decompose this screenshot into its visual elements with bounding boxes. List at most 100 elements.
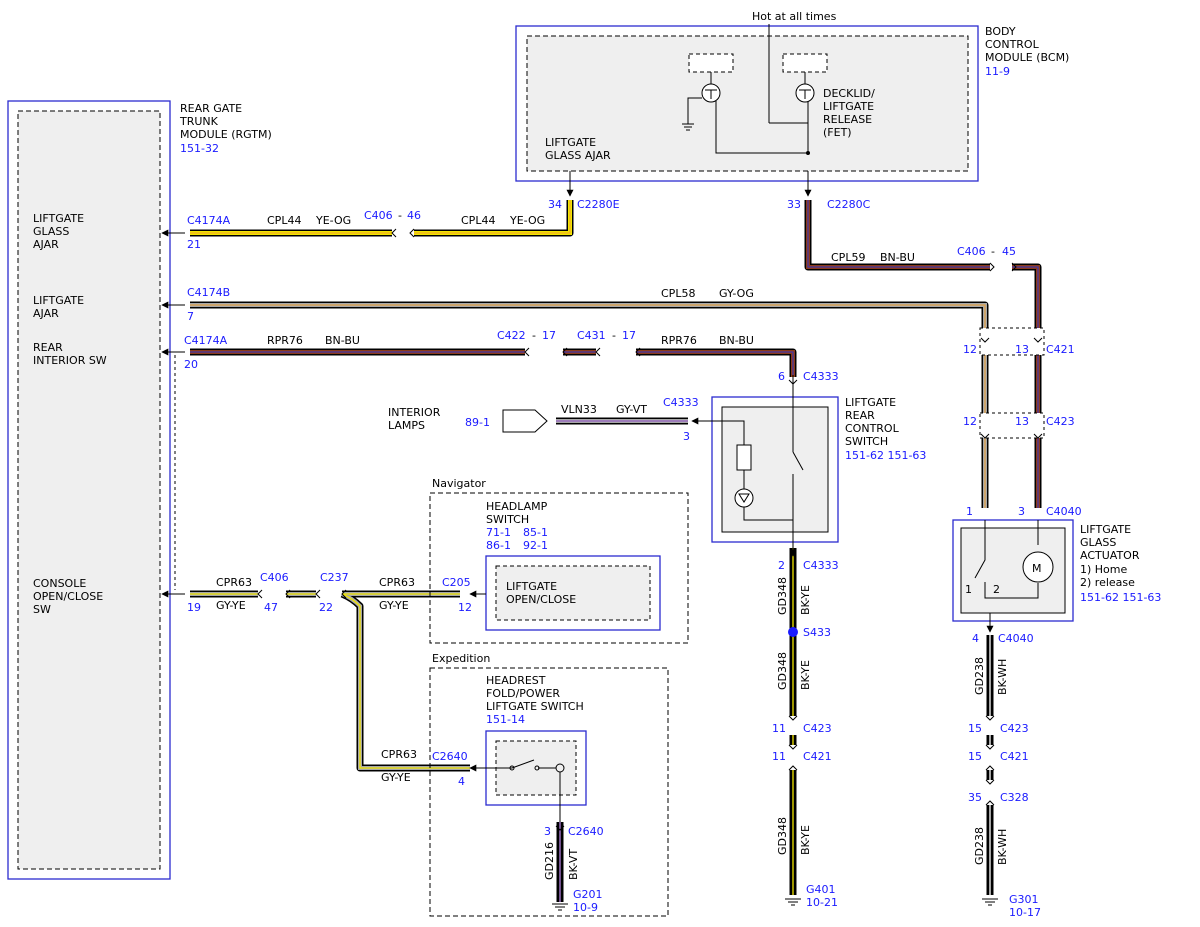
rgtm-title-3: MODULE (RGTM): [180, 128, 272, 141]
c423-pin-l: 12: [963, 415, 977, 428]
gr-cir-2: GD238: [973, 827, 986, 865]
rs-conn-top: C4333: [803, 370, 839, 383]
w3-conn: C4174A: [184, 334, 228, 347]
w3-dash1: -: [532, 329, 536, 342]
nav-label: Navigator: [432, 477, 486, 490]
bcm-glass-ajar-2: GLASS AJAR: [545, 149, 611, 162]
bcm-module: Hot at all times DECKLID/ LIFTGATE RELEA…: [515, 10, 1069, 211]
w5-c1p: 47: [264, 601, 278, 614]
il-cir: VLN33: [561, 403, 597, 416]
exp-pin: 4: [458, 775, 465, 788]
nav-ref-1: 71-1: [486, 526, 511, 539]
w3-cir-b: RPR76: [661, 334, 697, 347]
gr-c421: C421: [1000, 750, 1029, 763]
w2-pin: 7: [187, 310, 194, 323]
rs-title-4: SWITCH: [845, 435, 888, 448]
rgtm-input-ajar-2: AJAR: [33, 307, 59, 320]
act-title-1: LIFTGATE: [1080, 523, 1131, 536]
exp-gnd: G201: [573, 888, 603, 901]
bcm-glass-ajar-1: LIFTGATE: [545, 136, 596, 149]
rs-refs: 151-62 151-63: [845, 449, 926, 462]
ground-right: GD238 BK-WH 15 C423 15 C421 35 C328 GD23…: [968, 657, 1041, 919]
w3-c1p: 17: [542, 329, 556, 342]
w5-cir: CPR63: [216, 576, 252, 589]
resistor-icon: [736, 444, 752, 471]
w1-col-b: YE-OG: [509, 214, 545, 227]
bcm-title-1: BODY: [985, 25, 1016, 38]
rs-pin-bot: 2: [778, 559, 785, 572]
rgtm-input-rear-2: INTERIOR SW: [33, 354, 107, 367]
nav-pin: 12: [458, 601, 472, 614]
rgtm-title-2: TRUNK: [179, 115, 219, 128]
rgtm-title-1: REAR GATE: [180, 102, 242, 115]
rgtm-module: REAR GATE TRUNK MODULE (RGTM) 151-32 LIF…: [7, 100, 272, 880]
w4-dash: -: [991, 245, 995, 258]
rgtm-input-glass-3: AJAR: [33, 238, 59, 251]
il-col: GY-VT: [616, 403, 647, 416]
nav-ref-3: 86-1: [486, 539, 511, 552]
rs-conn-bot: C4333: [803, 559, 839, 572]
nav-inner-2: OPEN/CLOSE: [506, 593, 576, 606]
rgtm-input-glass-1: LIFTGATE: [33, 212, 84, 225]
exp-gnd-col: BK-VT: [567, 849, 580, 880]
w5-col: GY-YE: [216, 599, 246, 612]
rs-pin-left: 3: [683, 430, 690, 443]
act-p1: 1: [965, 583, 972, 596]
ground-icon-exp: [552, 903, 568, 911]
w3-col-b: BN-BU: [719, 334, 754, 347]
w3-col-a: BN-BU: [325, 334, 360, 347]
hot-label: Hot at all times: [752, 10, 837, 23]
gm-cir-1: GD348: [776, 577, 789, 615]
w4-inline: C406: [957, 245, 986, 258]
w1-inline-pin: 46: [407, 209, 421, 222]
gr-col-1: BK-WH: [996, 659, 1009, 695]
act-p2: 2: [993, 583, 1000, 596]
nav-ref-4: 92-1: [523, 539, 548, 552]
gm-cir-3: GD348: [776, 817, 789, 855]
exp-gnd-cir: GD216: [543, 842, 556, 880]
w3-c1: C422: [497, 329, 526, 342]
gm-c423p: 11: [772, 722, 786, 735]
rgtm-input-ajar-1: LIFTGATE: [33, 294, 84, 307]
rgtm-arrows: [161, 228, 1045, 599]
bcm-decklid-4: (FET): [823, 126, 852, 139]
w3-pin: 20: [184, 358, 198, 371]
w2-col: GY-OG: [719, 287, 754, 300]
w5-cir-c: CPR63: [381, 748, 417, 761]
nav-sw-title-1: HEADLAMP: [486, 500, 548, 513]
nav-inner-1: LIFTGATE: [506, 580, 557, 593]
w1-dash: -: [398, 209, 402, 222]
w5-c2p: 22: [319, 601, 333, 614]
w5-cir-b: CPR63: [379, 576, 415, 589]
gr-c423p: 15: [968, 722, 982, 735]
c4040-label-b: C4040: [998, 632, 1034, 645]
gm-c423: C423: [803, 722, 832, 735]
gr-c328: C328: [1000, 791, 1029, 804]
w4-cir: CPL59: [831, 251, 865, 264]
liftgate-glass-actuator: M 1 2 LIFTGATE GLASS ACTUATOR 1) Home 2)…: [952, 519, 1161, 645]
gm-cir-2: GD348: [776, 652, 789, 690]
gm-col-2: BK-YE: [799, 660, 812, 690]
exp-pin-b: 3: [544, 825, 551, 838]
w3-cir-a: RPR76: [267, 334, 303, 347]
w5-col-c: GY-YE: [381, 771, 411, 784]
gr-cir-1: GD238: [973, 657, 986, 695]
il-label-2: LAMPS: [388, 419, 425, 432]
motor-icon: [1022, 551, 1054, 583]
rs-title-1: LIFTGATE: [845, 396, 896, 409]
gr-gnd-ref: 10-17: [1009, 906, 1041, 919]
w4-inline-pin: 45: [1002, 245, 1016, 258]
act-title-5: 2) release: [1080, 576, 1135, 589]
navigator-group: Navigator HEADLAMP SWITCH 71-1 85-1 86-1…: [429, 477, 689, 644]
nav-ref-2: 85-1: [523, 526, 548, 539]
exp-label: Expedition: [432, 652, 490, 665]
ground-icon-right: [982, 898, 998, 906]
nav-conn: C205: [442, 576, 471, 589]
w5-col-b: GY-YE: [379, 599, 409, 612]
il-ref: 89-1: [465, 416, 490, 429]
act-title-4: 1) Home: [1080, 563, 1128, 576]
expedition-group: Expedition HEADREST FOLD/POWER LIFTGATE …: [429, 652, 669, 917]
c4040-pin-r: 3: [1018, 505, 1025, 518]
wires: [190, 200, 1042, 902]
